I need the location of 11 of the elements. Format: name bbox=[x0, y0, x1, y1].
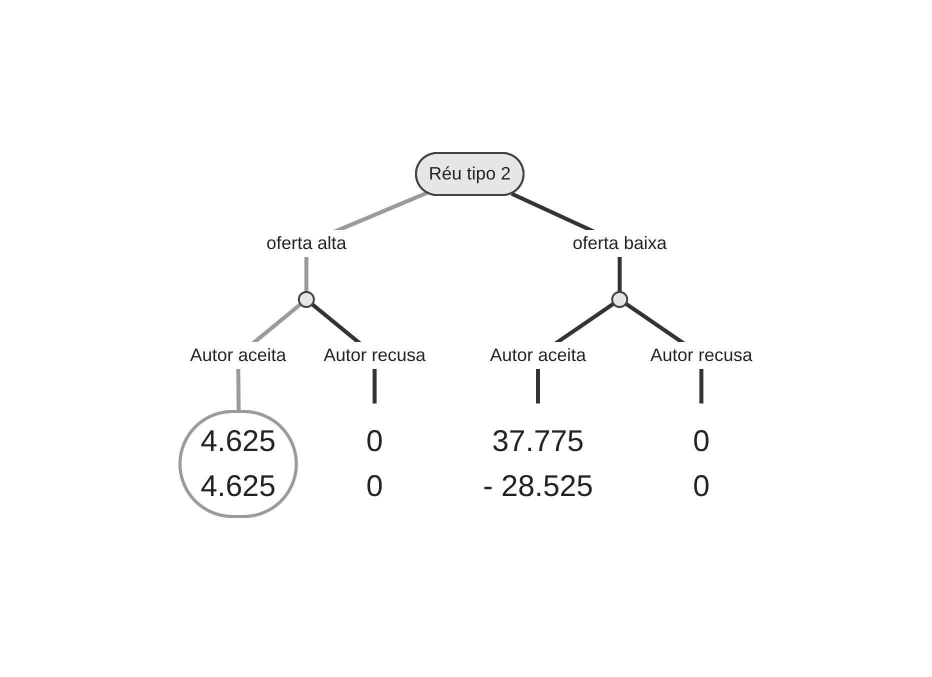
node-text: 0 0 bbox=[366, 424, 383, 503]
edge-label: Autor recusa bbox=[323, 344, 426, 365]
edge-label: oferta baixa bbox=[572, 232, 667, 253]
edge-label: Autor aceita bbox=[490, 344, 586, 365]
node-circle bbox=[298, 291, 315, 308]
node-text: 37.775 - 28.525 bbox=[482, 424, 593, 503]
edge-label: Autor aceita bbox=[190, 344, 286, 365]
node-circle bbox=[610, 291, 628, 308]
edge-label: Autor recusa bbox=[650, 344, 752, 365]
node-text: 0 0 bbox=[692, 424, 710, 503]
edge-label: oferta alta bbox=[266, 232, 346, 253]
